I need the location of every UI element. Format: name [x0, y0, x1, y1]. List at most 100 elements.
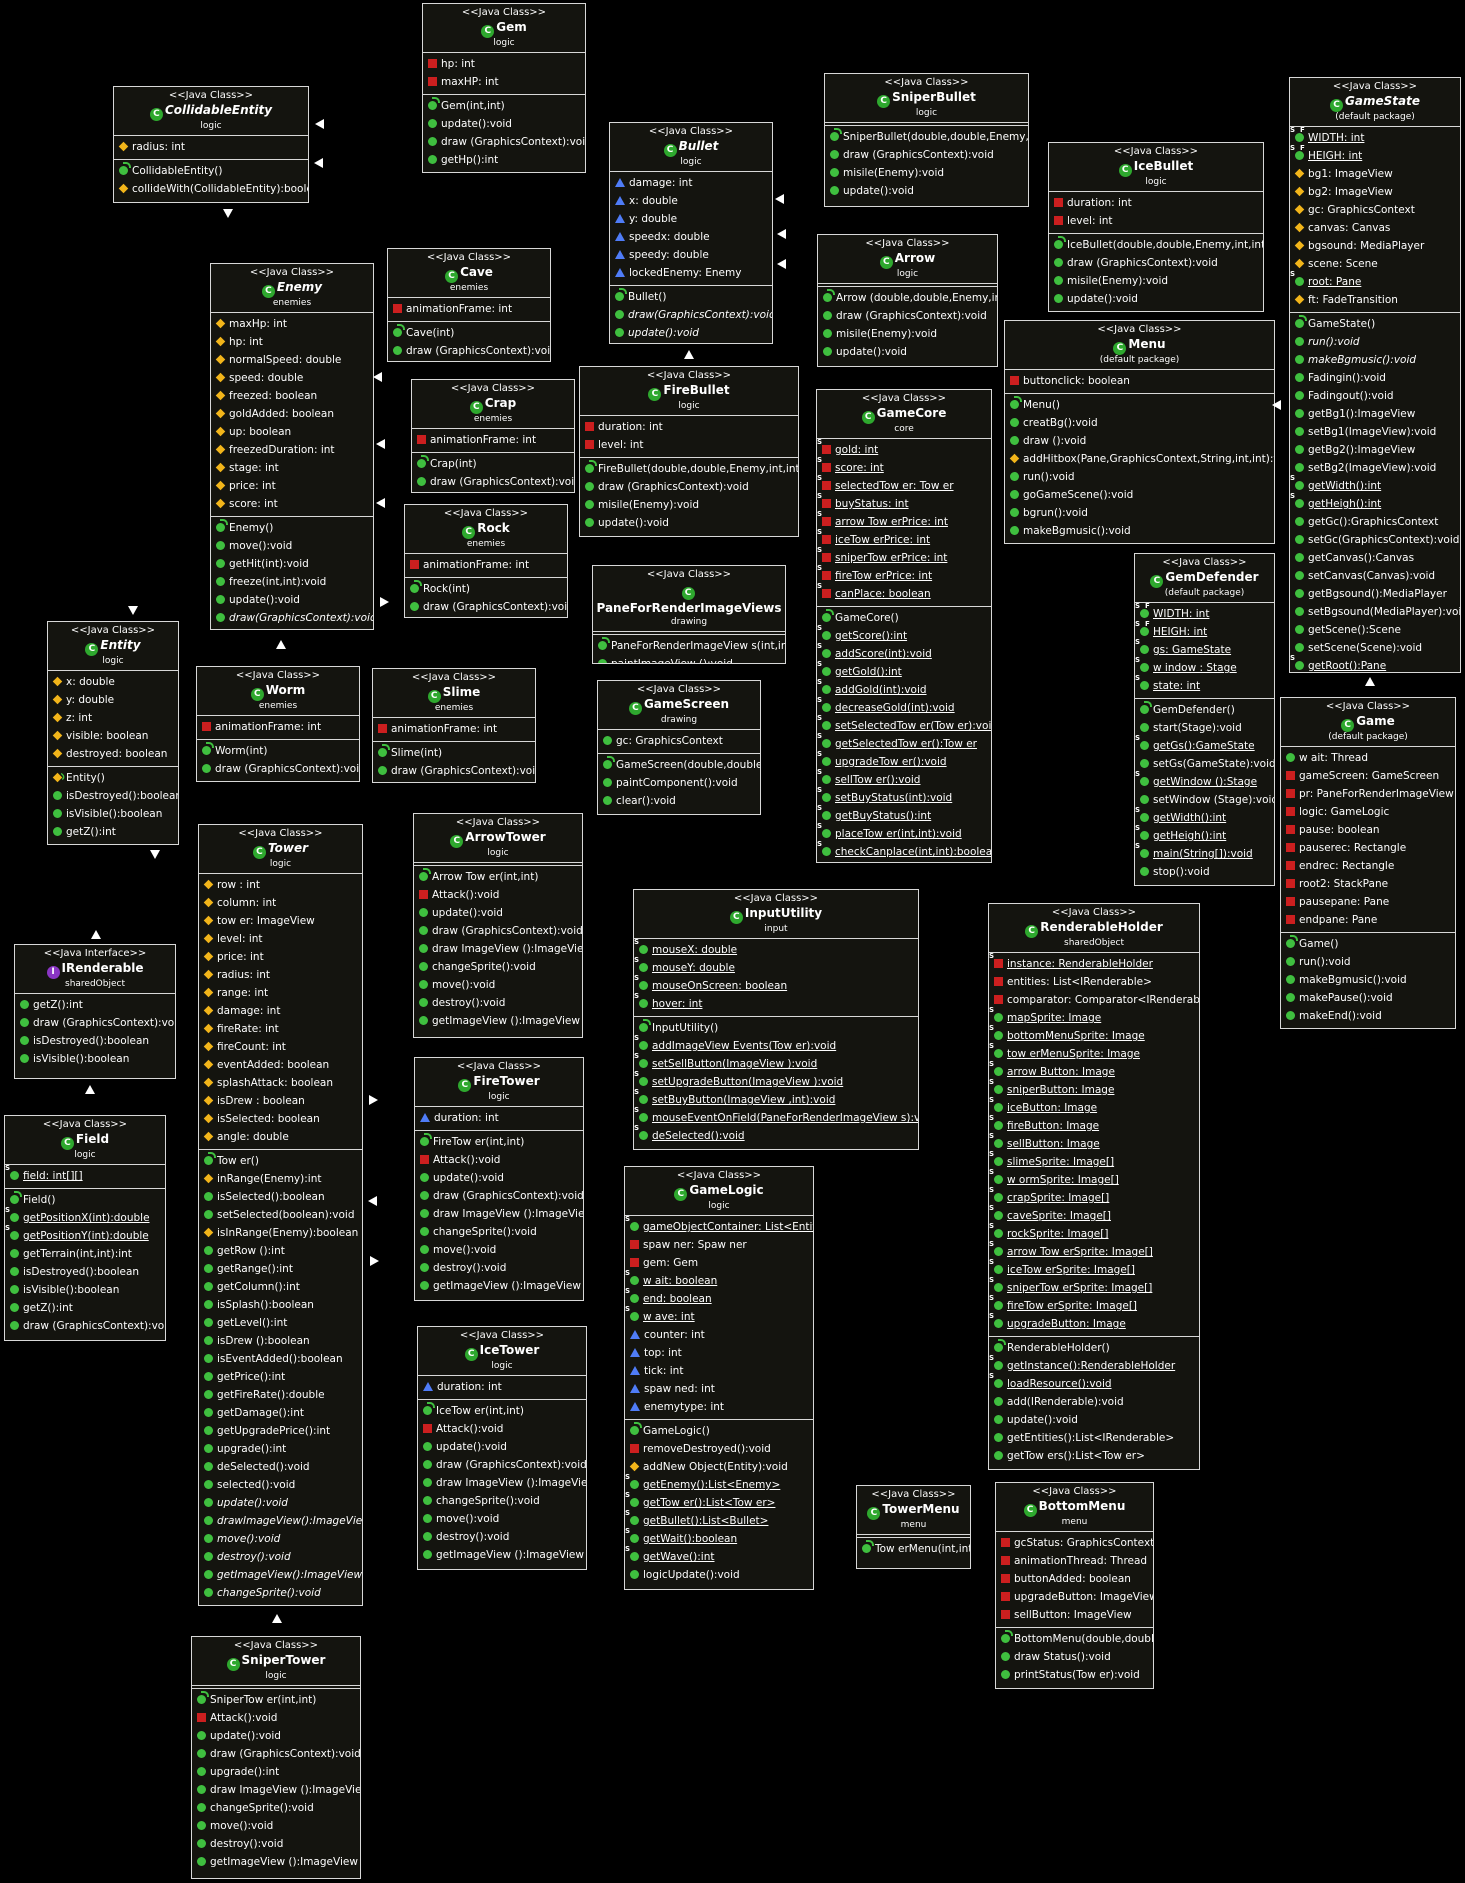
field-row: crapSprite: Image[]	[989, 1187, 1199, 1207]
member-text: getWindow ():Stage	[1153, 776, 1258, 788]
method-row: draw (GraphicsContext):void	[15, 1014, 175, 1032]
public-constructor-icon	[830, 128, 842, 141]
method-row: draw(GraphicsContext):void	[211, 609, 373, 627]
protected-icon	[215, 426, 226, 437]
private-icon	[1010, 376, 1019, 385]
method-row: getHp():int	[423, 151, 585, 169]
inheritance-arrowhead	[315, 119, 324, 129]
member-text: endpane: Pane	[1299, 914, 1378, 926]
inheritance-arrowhead	[777, 259, 786, 269]
public-icon	[197, 1785, 206, 1794]
public-constructor-icon	[417, 455, 429, 468]
method-row: update():void	[211, 591, 373, 609]
field-row: hover: int	[634, 993, 918, 1013]
package-icon	[630, 1366, 640, 1375]
field-row: duration: int	[580, 418, 798, 436]
member-text: iceTow erSprite: Image[]	[1007, 1264, 1135, 1276]
field-row: level: int	[580, 436, 798, 454]
public-icon	[817, 787, 831, 802]
method-row: selected():void	[199, 1476, 362, 1494]
public-icon	[625, 1474, 639, 1489]
member-text: level: int	[598, 439, 644, 451]
member-text: getHeigh():int	[1153, 830, 1227, 842]
member-text: arrow Tow erSprite: Image[]	[1007, 1246, 1153, 1258]
member-text: bgsound: MediaPlayer	[1308, 240, 1425, 252]
public-constructor-icon	[119, 162, 131, 175]
constructor-row: Crap(int)	[412, 455, 574, 473]
fields-section: animationFrame: int	[412, 428, 574, 452]
public-icon	[1135, 675, 1149, 690]
constructor-row: GameScreen(double,double)	[598, 756, 760, 774]
member-text: IceBullet(double,double,Enemy,int,int,in…	[1067, 239, 1263, 251]
member-text: creatBg():void	[1023, 417, 1098, 429]
class-icon: C	[252, 846, 266, 859]
method-row: draw (GraphicsContext):void	[418, 1456, 586, 1474]
class-icon: C	[149, 108, 163, 121]
method-row: changeSprite():void	[192, 1799, 360, 1817]
member-text: setSelected(boolean):void	[217, 1209, 355, 1221]
fields-section	[825, 122, 1028, 125]
member-text: stop():void	[1153, 866, 1210, 878]
class-box-gamecore[interactable]: <<Java Class>>CGameCorecoregold: intscor…	[816, 389, 992, 863]
protected-icon	[52, 676, 63, 687]
member-text: makeBgmusic():void	[1308, 354, 1417, 366]
method-row: move():void	[418, 1510, 586, 1528]
field-row: fireTow erPrice: int	[817, 565, 991, 585]
class-box-field[interactable]: <<Java Class>>CFieldlogicfield: int[][]F…	[4, 1115, 166, 1341]
member-text: selected():void	[217, 1479, 296, 1491]
field-row: state: int	[1135, 675, 1274, 695]
member-text: run():void	[1299, 956, 1351, 968]
methods-section: CollidableEntity()collideWith(Collidable…	[114, 159, 308, 201]
public-icon	[634, 1035, 648, 1050]
member-text: gold: int	[835, 444, 879, 456]
field-row: bg1: ImageView	[1290, 165, 1460, 183]
member-text: getWidth():int	[1153, 812, 1227, 824]
private-icon	[1001, 1556, 1010, 1565]
public-icon	[1295, 373, 1304, 382]
class-box-inpututility[interactable]: <<Java Class>>CInputUtilityinputmouseX: …	[633, 889, 919, 1150]
protected-icon	[203, 1059, 214, 1070]
methods-section: FireBullet(double,double,Enemy,int,int,i…	[580, 457, 798, 535]
public-icon	[420, 1245, 429, 1254]
stereotype-label: <<Java Class>>	[455, 817, 541, 828]
inheritance-arrowhead	[276, 640, 286, 649]
class-box-gamelogic[interactable]: <<Java Class>>CGameLogiclogicgameObjectC…	[624, 1166, 814, 1590]
method-row: update():void	[1049, 290, 1263, 308]
package-label: enemies	[272, 298, 312, 308]
member-text: pauserec: Rectangle	[1299, 842, 1407, 854]
field-row: pausepane: Pane	[1281, 893, 1455, 911]
inheritance-arrowhead	[376, 498, 385, 508]
